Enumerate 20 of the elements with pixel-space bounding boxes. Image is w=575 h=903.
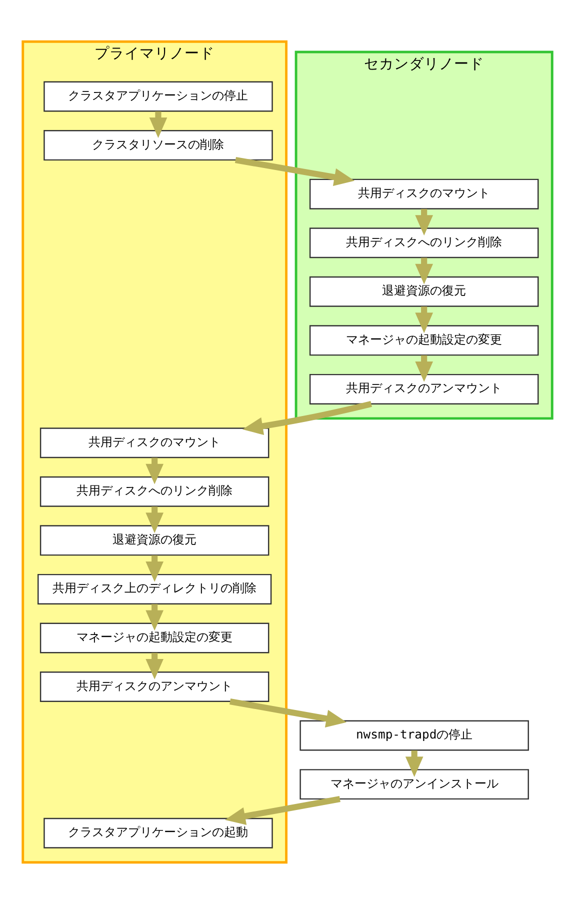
node-box: 退避資源の復元	[40, 524, 270, 556]
node-box: 共用ディスクのマウント	[40, 427, 270, 458]
arrow	[224, 796, 340, 824]
node-box: クラスタアプリケーションの停止	[44, 80, 273, 112]
node-box: 退避資源の復元	[309, 276, 539, 306]
node-box: マネージャの起動設定の変更	[309, 324, 539, 356]
node-box: 共用ディスク上のディレクトリの削除	[38, 573, 272, 604]
node-box: 共用ディスクのアンマウント	[309, 373, 539, 404]
node-box: マネージャの起動設定の変更	[40, 622, 270, 653]
node-box: 共用ディスクへのリンク削除	[309, 227, 539, 258]
node-box: nwsmp-trapdの停止	[300, 720, 529, 750]
arrow	[242, 400, 372, 434]
node-box: クラスタアプリケーションの起動	[44, 817, 273, 848]
node-box: 共用ディスクへのリンク削除	[40, 476, 270, 506]
node-box: 共用ディスクのアンマウント	[40, 671, 270, 702]
arrow	[234, 156, 355, 186]
node-box: 共用ディスクのマウント	[309, 178, 539, 209]
node-box: マネージャのアンインストール	[300, 768, 529, 800]
node-box: クラスタリソースの削除	[44, 130, 273, 160]
arrow	[230, 698, 347, 727]
